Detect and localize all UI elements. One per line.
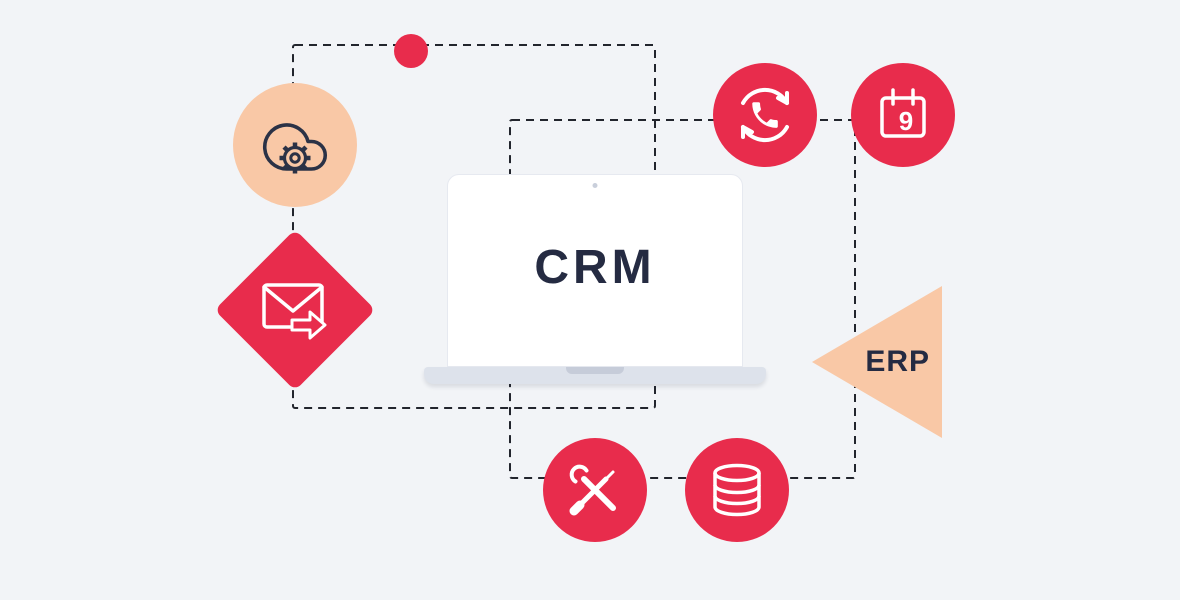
tools-icon (569, 464, 616, 516)
calendar-day: 9 (899, 106, 913, 136)
connector-dot-node (394, 34, 428, 68)
crm-label: CRM (534, 241, 656, 294)
calendar-icon: 9 (880, 88, 926, 138)
tools-node (543, 438, 647, 542)
laptop-base (424, 367, 766, 384)
phone-sync-node (713, 63, 817, 167)
phone-sync-icon (741, 87, 789, 143)
database-icon (713, 463, 761, 517)
erp-label: ERP (865, 345, 930, 378)
cloud-settings-node (233, 83, 357, 207)
laptop-screen: CRM (447, 174, 743, 367)
laptop-camera-dot (592, 183, 598, 188)
connector-loop-left (292, 44, 656, 409)
database-node (685, 438, 789, 542)
cloud-gear-icon (262, 123, 328, 174)
calendar-node: 9 (851, 63, 955, 167)
laptop-base-notch (566, 367, 624, 374)
email-forward-icon (262, 283, 327, 340)
email-node (214, 229, 376, 391)
